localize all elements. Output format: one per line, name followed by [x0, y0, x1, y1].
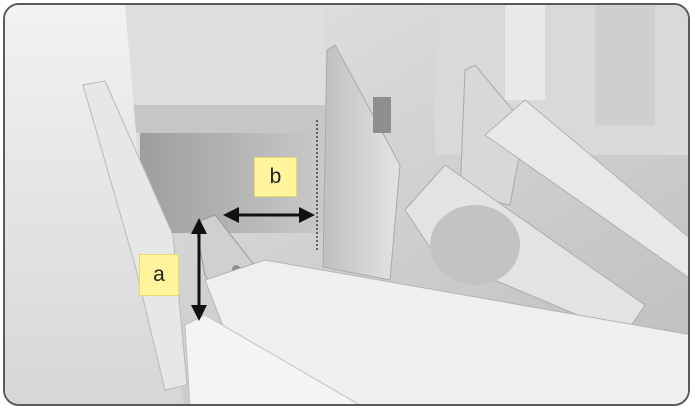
a-dimension-arrow	[191, 218, 207, 321]
left-wall	[5, 5, 185, 404]
label-b: b	[254, 157, 297, 197]
left-fin	[82, 80, 188, 391]
label-a: a	[139, 254, 179, 296]
workpiece-photo	[5, 5, 688, 404]
image-frame: a b	[3, 3, 690, 406]
b-dimension-arrow	[223, 207, 315, 223]
center-fin	[322, 44, 401, 281]
